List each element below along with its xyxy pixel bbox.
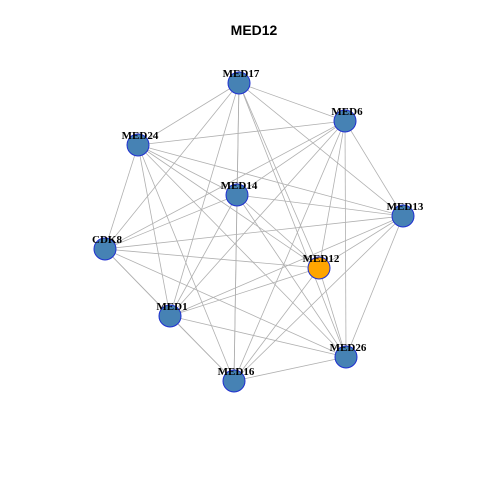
node-label: MED26: [330, 342, 367, 354]
edge-med26-med16: [233, 356, 347, 382]
node-label: MED14: [221, 180, 258, 192]
node-label: MED13: [387, 201, 424, 213]
edge-med13-cdk8: [104, 215, 404, 250]
node-circle: [307, 256, 331, 280]
node-circle: [222, 369, 246, 393]
edge-med17-med6: [238, 82, 346, 122]
node-circle: [227, 71, 251, 95]
edge-med17-cdk8: [104, 82, 240, 250]
edge-med17-med26: [238, 82, 347, 358]
edge-cdk8-med26: [104, 248, 347, 358]
edge-med17-med24: [137, 82, 240, 146]
edge-med6-med12: [318, 120, 346, 269]
node-med12: MED12: [303, 253, 340, 280]
edge-med12-med1: [169, 267, 320, 317]
edge-med24-med1: [137, 144, 171, 317]
node-circle: [126, 133, 150, 157]
edge-med14-med26: [236, 194, 347, 358]
node-circle: [333, 109, 357, 133]
node-circle: [225, 183, 249, 207]
edge-med24-cdk8: [104, 144, 139, 250]
edge-layer: [104, 82, 404, 382]
node-med6: MED6: [331, 106, 363, 133]
node-med17: MED17: [223, 68, 260, 95]
edge-med24-med16: [137, 144, 235, 382]
edge-med14-med1: [169, 194, 238, 317]
edge-med17-med13: [238, 82, 404, 217]
node-label: CDK8: [92, 234, 122, 246]
node-med16: MED16: [218, 366, 255, 393]
edge-med24-med26: [137, 144, 347, 358]
node-label: MED16: [218, 366, 255, 378]
node-med13: MED13: [387, 201, 424, 228]
edge-med14-med13: [236, 194, 404, 217]
edge-med1-med26: [169, 315, 347, 358]
edge-med13-med26: [345, 215, 404, 358]
edge-med12-med26: [318, 267, 347, 358]
edge-med17-med12: [238, 82, 320, 269]
node-label: MED17: [223, 68, 260, 80]
edge-med13-med16: [233, 215, 404, 382]
node-circle: [334, 345, 358, 369]
edge-med6-med24: [137, 120, 346, 146]
node-med24: MED24: [122, 130, 159, 157]
node-layer: MED17MED6MED24MED14MED13CDK8MED12MED1MED…: [92, 68, 424, 393]
node-label: MED6: [331, 106, 363, 118]
edge-med6-med13: [344, 120, 404, 217]
edge-med6-med16: [233, 120, 346, 382]
edge-med24-med14: [137, 144, 238, 196]
node-circle: [93, 237, 117, 261]
node-circle: [391, 204, 415, 228]
edge-med17-med1: [169, 82, 240, 317]
edge-med24-med12: [137, 144, 320, 269]
edge-med1-med16: [169, 315, 235, 382]
node-cdk8: CDK8: [92, 234, 122, 261]
edge-med14-med12: [236, 194, 320, 269]
node-med1: MED1: [156, 301, 188, 328]
node-med26: MED26: [330, 342, 367, 369]
edge-med6-med26: [344, 120, 347, 358]
edge-med6-med14: [236, 120, 346, 196]
node-label: MED1: [156, 301, 187, 313]
edge-med12-med16: [233, 267, 320, 382]
edge-med6-cdk8: [104, 120, 346, 250]
node-circle: [158, 304, 182, 328]
edge-med6-med1: [169, 120, 346, 317]
node-label: MED24: [122, 130, 159, 142]
edge-med13-med12: [318, 215, 404, 269]
edge-med14-cdk8: [104, 194, 238, 250]
edge-cdk8-med12: [104, 248, 320, 269]
edge-med24-med13: [137, 144, 404, 217]
edge-med13-med1: [169, 215, 404, 317]
graph-title: MED12: [231, 22, 278, 38]
node-label: MED12: [303, 253, 340, 265]
node-med14: MED14: [221, 180, 258, 207]
